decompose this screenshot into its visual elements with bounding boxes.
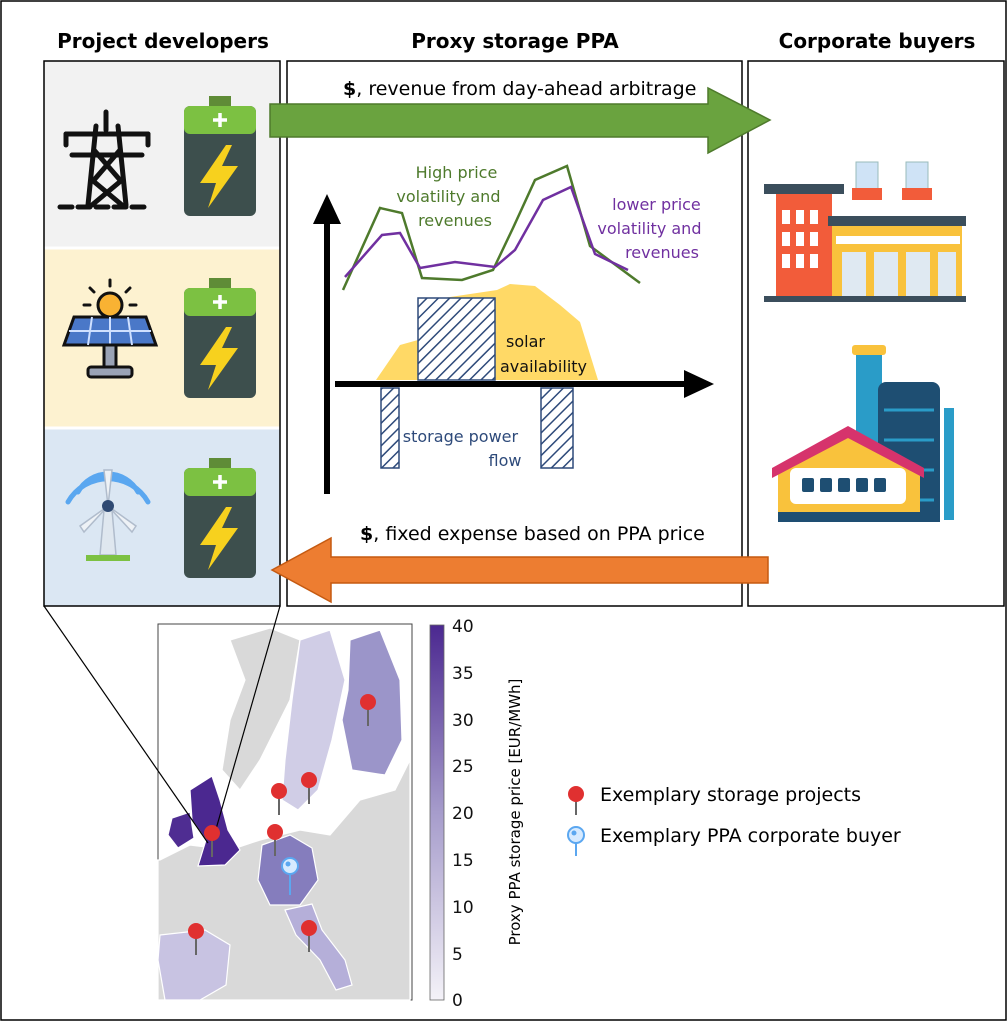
header-proxy-storage-ppa: Proxy storage PPA <box>411 29 619 53</box>
low-volatility-line <box>344 185 629 278</box>
map-land-norway <box>221 627 301 791</box>
colorbar-tick: 35 <box>452 664 474 684</box>
storage-power-flow-label: storage power flow <box>403 427 523 470</box>
industrial-plant-icon <box>772 345 954 522</box>
colorbar-label: Proxy PPA storage price [EUR/MWh] <box>506 679 524 946</box>
colorbar-tick: 20 <box>452 804 474 824</box>
colorbar <box>429 624 445 1001</box>
high-volatility-line <box>341 164 641 291</box>
header-project-developers: Project developers <box>57 29 269 53</box>
europe-map <box>157 627 411 1001</box>
storage-discharge-bar <box>380 387 400 469</box>
storage-pin <box>271 783 287 815</box>
corporate-buyer-pin <box>281 857 299 895</box>
legend-storage-pin <box>568 786 584 815</box>
buyers-panel <box>747 60 1005 607</box>
solar-availability-label: solar availability <box>500 332 587 376</box>
colorbar-tick: 40 <box>452 617 474 637</box>
storage-project-pins <box>188 694 376 955</box>
storage-pin <box>267 824 283 856</box>
solar-panel-icon <box>61 278 159 379</box>
battery-icon <box>184 96 256 216</box>
revenue-arrow <box>269 86 772 155</box>
colorbar-tick: 0 <box>452 991 463 1011</box>
low-volatility-label: lower price volatility and revenues <box>597 195 706 262</box>
map-legend: Exemplary storage projects Exemplary PPA… <box>567 784 901 856</box>
high-volatility-label: High price volatility and revenues <box>396 163 505 230</box>
developer-panel <box>43 60 281 607</box>
storage-pin <box>360 694 376 726</box>
factory-icon <box>764 161 966 302</box>
colorbar-tick: 10 <box>452 898 474 918</box>
map-spain <box>157 929 231 1001</box>
storage-discharge-bar <box>540 387 574 469</box>
storage-charge-bar <box>417 297 496 381</box>
pylon-icon <box>57 109 153 210</box>
storage-pin <box>301 920 317 952</box>
battery-icon <box>184 458 256 578</box>
colorbar-tick: 30 <box>452 711 474 731</box>
legend-storage-projects: Exemplary storage projects <box>600 784 861 806</box>
legend-corporate-buyer: Exemplary PPA corporate buyer <box>600 825 901 847</box>
revenue-text: $, revenue from day-ahead arbitrage <box>343 78 696 100</box>
expense-text: $, fixed expense based on PPA price <box>360 523 705 545</box>
wind-turbine-icon <box>65 469 151 561</box>
colorbar-tick: 5 <box>452 945 463 965</box>
colorbar-tick: 25 <box>452 757 474 777</box>
storage-pin <box>301 772 317 804</box>
legend-buyer-pin <box>567 826 585 856</box>
storage-pin <box>188 923 204 955</box>
header-corporate-buyers: Corporate buyers <box>779 29 976 53</box>
expense-arrow <box>270 536 769 604</box>
ppa-concept-chart: High price volatility and revenues lower… <box>313 163 714 494</box>
colorbar-tick: 15 <box>452 851 474 871</box>
storage-pin <box>204 825 220 857</box>
colorbar-ticks: 40 35 30 25 20 15 10 5 0 <box>452 617 474 1011</box>
battery-icon <box>184 278 256 398</box>
